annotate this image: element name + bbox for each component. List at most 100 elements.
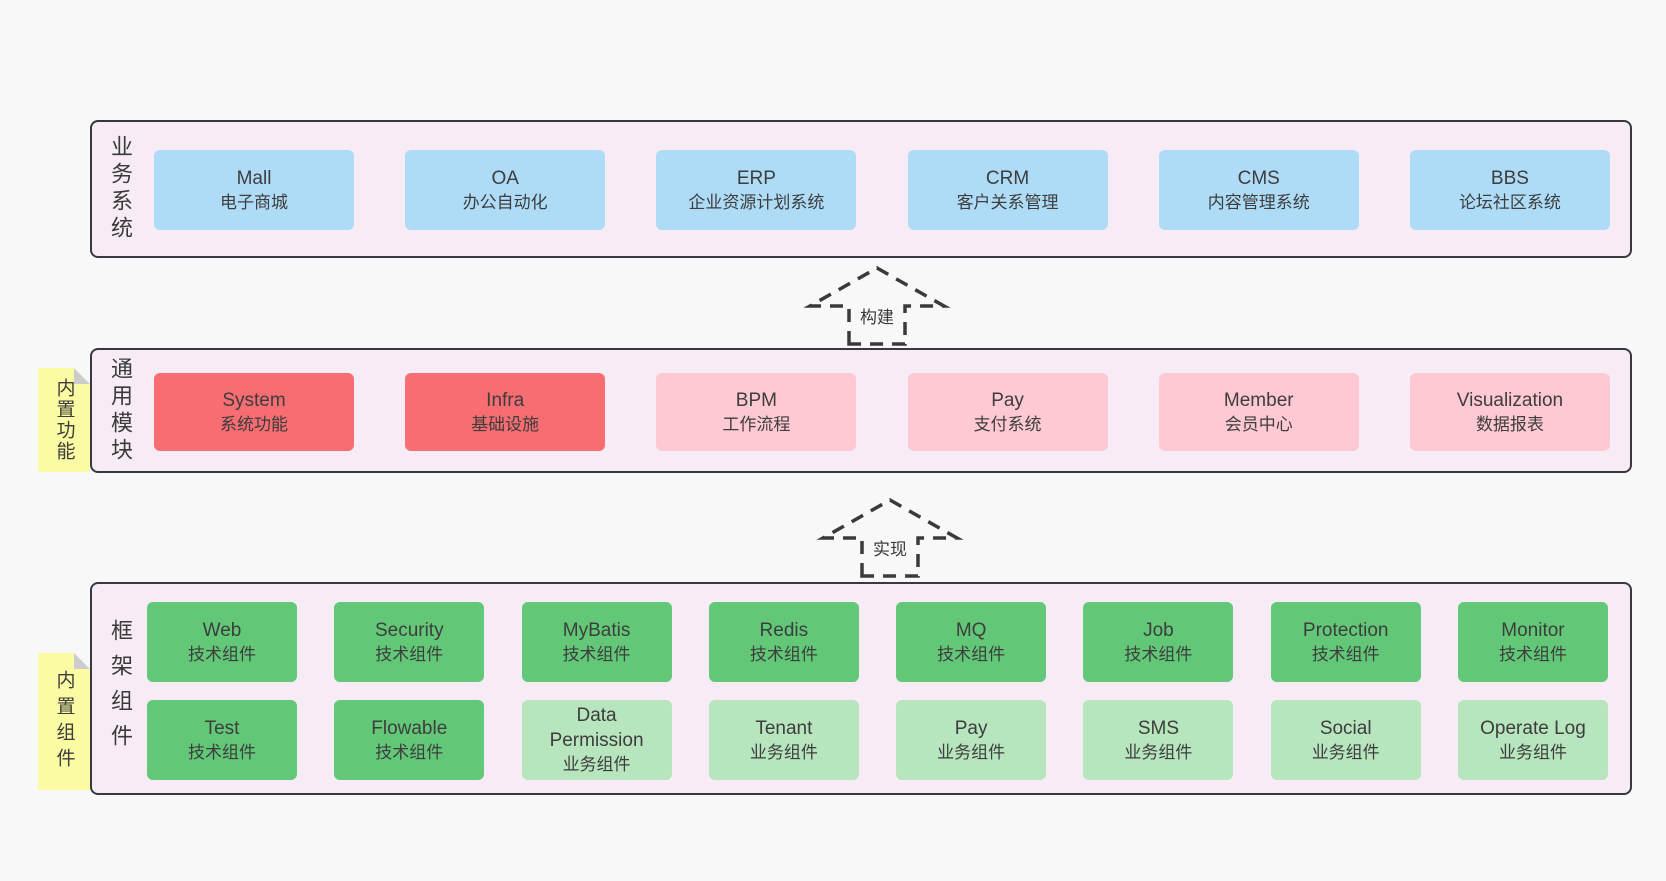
box-subtitle: 会员中心 [1224,414,1293,434]
box-title: Tenant [755,717,813,739]
box-title: SMS [1137,717,1179,739]
box-subtitle: 技术组件 [375,644,444,664]
arrow-implement-label: 实现 [869,534,911,561]
box-subtitle: 技术组件 [937,644,1006,664]
box-subtitle: 业务组件 [562,755,631,774]
box-subtitle: 业务组件 [1311,742,1380,762]
arrow-implement: 实现 [815,494,965,578]
panel-common-modules-label: 通用模块 [108,356,133,465]
box-mall: Mall 电子商城 [154,150,354,230]
box-title: Pay [954,717,988,739]
box-subtitle: 技术组件 [1124,644,1193,664]
box-flowable: Flowable 技术组件 [334,700,485,780]
box-subtitle: 技术组件 [749,644,818,664]
box-title: Web [202,619,242,641]
box-title: Visualization [1456,389,1564,411]
box-title: Monitor [1501,619,1565,641]
arrow-build: 构建 [802,262,952,346]
box-subtitle: 办公自动化 [462,192,548,212]
box-subtitle: 业务组件 [1124,742,1193,762]
arrow-build-label: 构建 [856,302,898,329]
box-title: Social [1319,717,1372,739]
box-subtitle: 基础设施 [471,414,540,434]
box-title: MQ [955,619,987,641]
box-title: Security [374,619,444,641]
box-pay: Pay 业务组件 [896,700,1047,780]
box-test: Test 技术组件 [147,700,297,780]
box-title: Test [204,717,240,739]
box-bpm: BPM 工作流程 [656,373,857,451]
box-title: BBS [1490,167,1529,189]
panel-framework-components-label: 框架组件 [108,618,133,759]
box-subtitle: 内容管理系统 [1207,192,1310,212]
folded-corner-icon [74,653,90,669]
sticky-note-built-in-components-label: 内置组件 [53,669,75,774]
box-subtitle: 论坛社区系统 [1458,192,1561,212]
box-title: CMS [1237,167,1280,189]
box-web: Web 技术组件 [147,602,297,682]
box-title: Pay [991,389,1024,411]
box-bbs: BBS 论坛社区系统 [1409,150,1610,230]
box-title: CRM [985,167,1030,189]
box-redis: Redis 技术组件 [708,602,859,682]
box-protection: Protection 技术组件 [1270,602,1421,682]
box-tenant: Tenant 业务组件 [708,700,859,780]
box-visualization: Visualization 数据报表 [1409,373,1610,451]
sticky-note-built-in-components: 内置组件 [38,653,90,790]
box-subtitle: 系统功能 [220,414,288,434]
box-mq: MQ 技术组件 [896,602,1047,682]
box-subtitle: 技术组件 [1498,644,1567,664]
box-title: Data Permission [549,705,644,751]
box-sms: SMS 业务组件 [1083,700,1234,780]
box-subtitle: 业务组件 [749,742,818,762]
box-subtitle: 业务组件 [937,742,1006,762]
box-subtitle: 技术组件 [188,644,256,664]
box-title: Job [1143,619,1174,641]
box-title: Redis [759,619,809,641]
box-pay: Pay 支付系统 [907,373,1108,451]
box-subtitle: 业务组件 [1498,742,1567,762]
box-title: Member [1223,389,1294,411]
box-title: Operate Log [1480,717,1586,739]
box-title: ERP [736,167,776,189]
box-title: BPM [735,389,777,411]
sticky-note-built-in-features-label: 内置功能 [53,378,75,462]
box-mybatis: MyBatis 技术组件 [521,602,672,682]
panel-business-systems-label: 业务系统 [108,135,133,243]
box-crm: CRM 客户关系管理 [907,150,1108,230]
box-subtitle: 客户关系管理 [956,192,1059,212]
box-subtitle: 工作流程 [722,414,791,434]
sticky-note-built-in-features: 内置功能 [38,368,90,472]
box-subtitle: 电子商城 [220,192,288,212]
box-subtitle: 技术组件 [1311,644,1380,664]
box-subtitle: 数据报表 [1475,414,1544,434]
box-subtitle: 技术组件 [562,644,631,664]
box-job: Job 技术组件 [1083,602,1234,682]
box-erp: ERP 企业资源计划系统 [656,150,857,230]
up-arrow-icon [803,265,951,346]
box-title: Infra [486,389,525,411]
box-title: MyBatis [562,619,631,641]
box-subtitle: 支付系统 [973,414,1042,434]
box-subtitle: 技术组件 [375,742,444,762]
box-infra: Infra 基础设施 [405,373,606,451]
box-subtitle: 企业资源计划系统 [688,192,825,212]
up-arrow-icon [816,497,964,578]
box-monitor: Monitor 技术组件 [1457,602,1608,682]
box-title: Flowable [371,717,448,739]
box-data-permission: Data Permission 业务组件 [521,700,672,780]
box-title: Mall [236,167,272,189]
box-operate-log: Operate Log 业务组件 [1457,700,1608,780]
box-subtitle: 技术组件 [188,742,256,762]
box-security: Security 技术组件 [334,602,485,682]
box-cms: CMS 内容管理系统 [1158,150,1359,230]
box-title: Protection [1302,619,1389,641]
